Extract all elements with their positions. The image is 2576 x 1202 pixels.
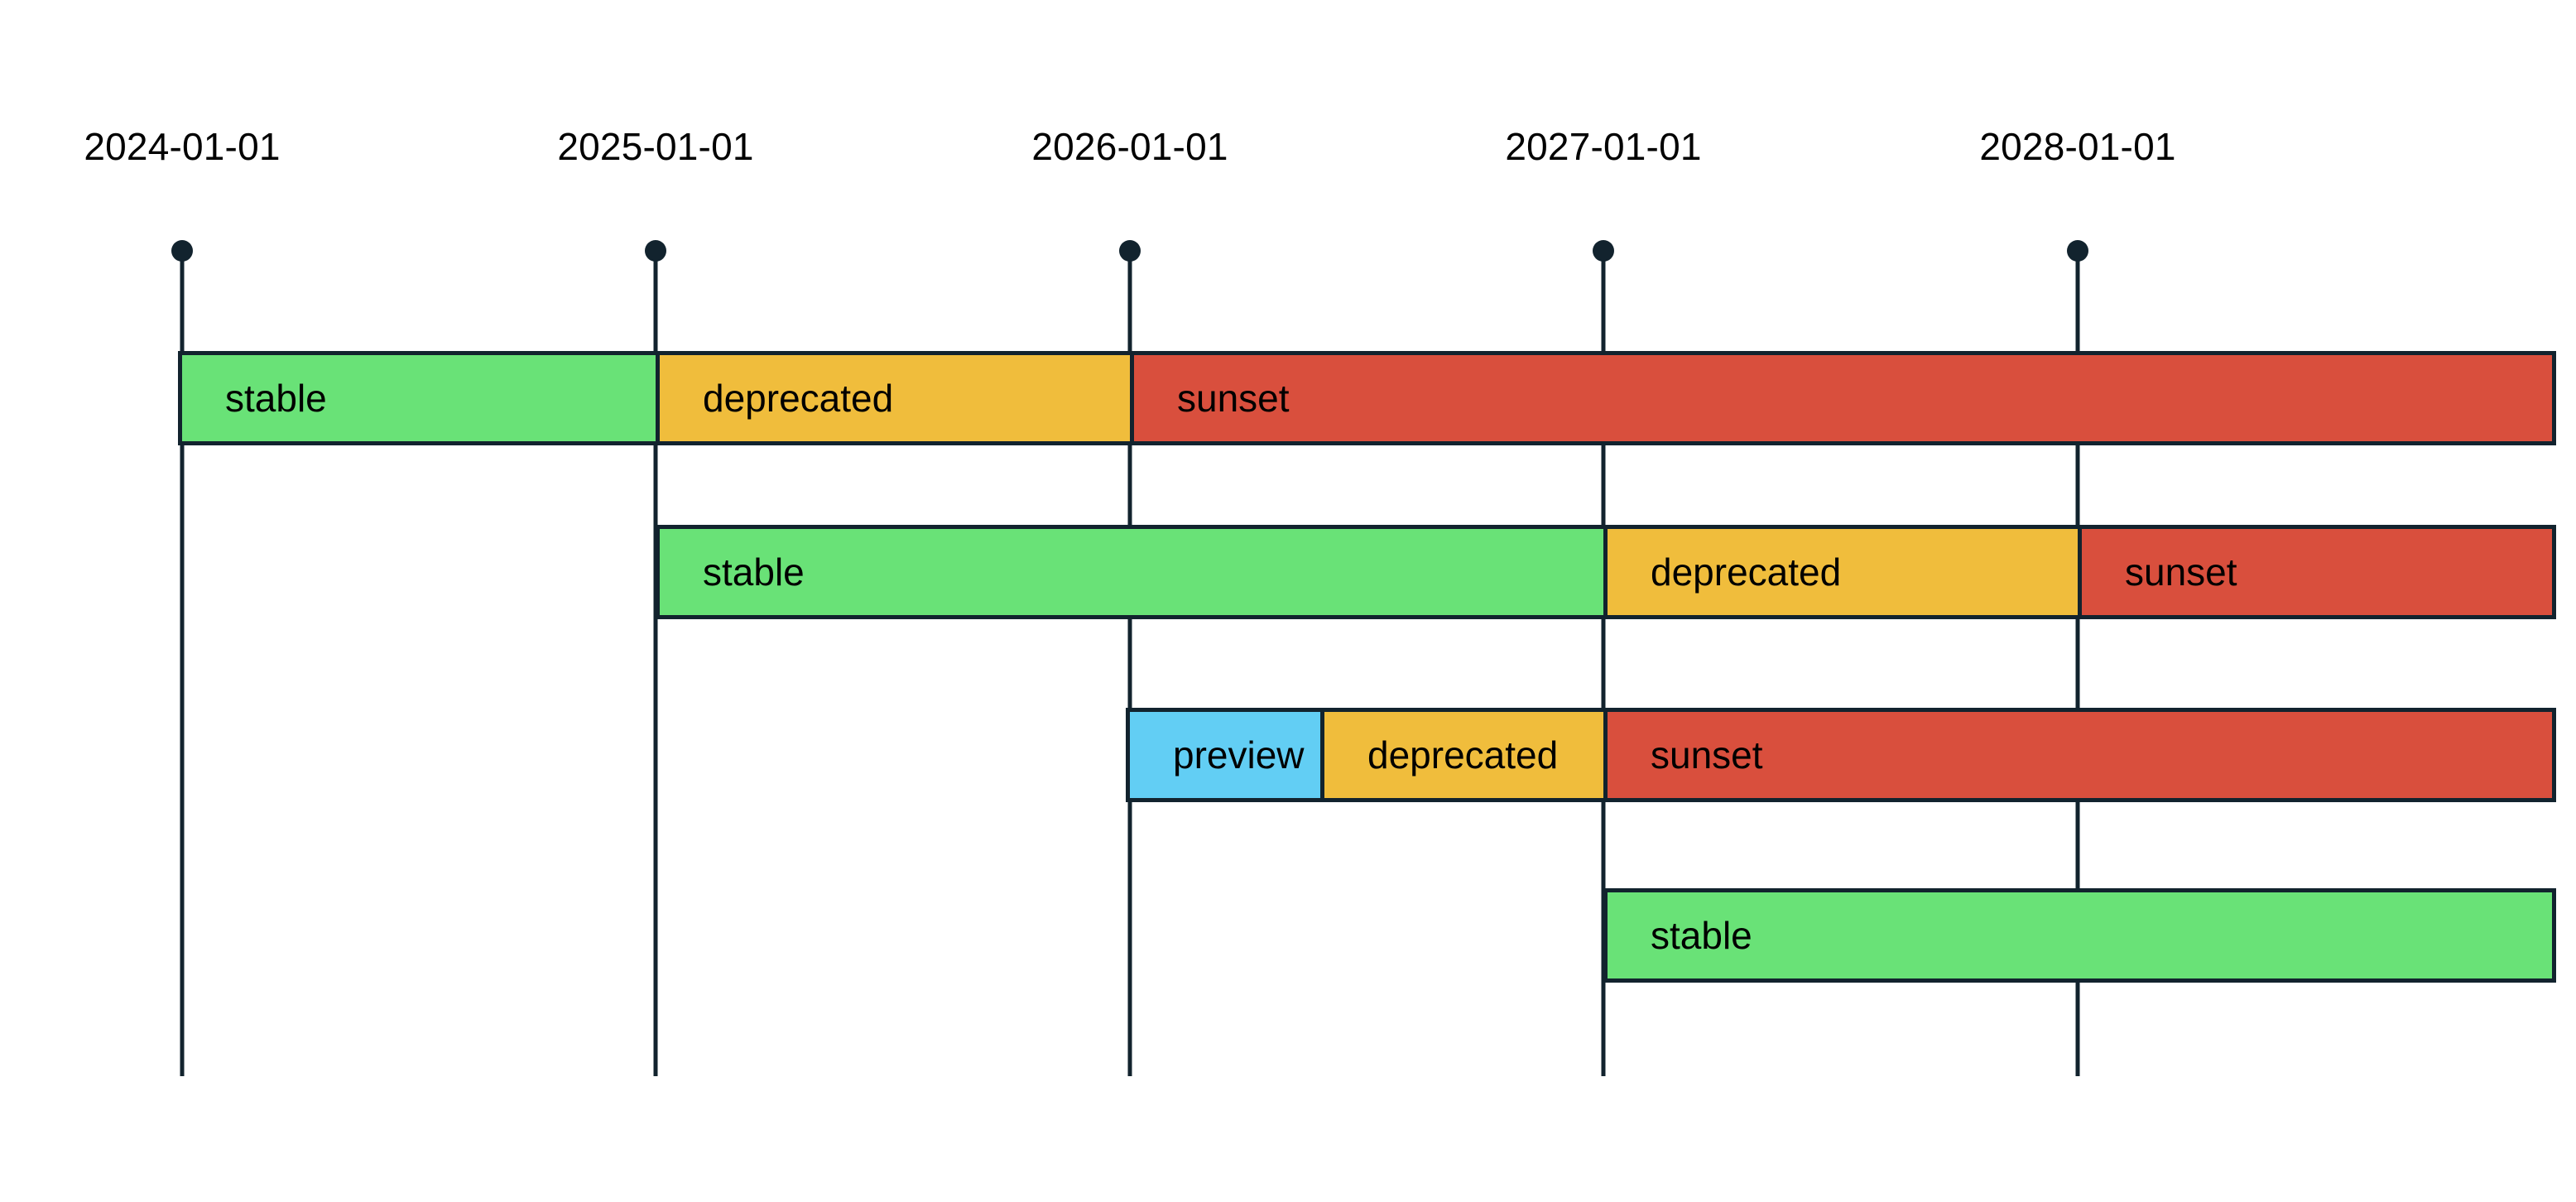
timeline-row: stable deprecated sunset bbox=[0, 525, 2576, 619]
timeline-segment-label: deprecated bbox=[1651, 551, 1842, 594]
timeline-segment-preview[interactable]: preview bbox=[1126, 708, 1324, 802]
timeline-segment-label: sunset bbox=[2125, 551, 2237, 594]
axis-tick-label: 2025-01-01 bbox=[557, 125, 754, 168]
timeline-segment-sunset[interactable]: sunset bbox=[2078, 525, 2556, 619]
axis-gridline bbox=[1601, 251, 1606, 1076]
axis-tick-dot bbox=[171, 240, 193, 262]
axis-gridline bbox=[2075, 251, 2080, 1076]
timeline-segment-label: sunset bbox=[1177, 377, 1290, 420]
timeline-row: stable deprecated sunset bbox=[0, 351, 2576, 445]
axis-tick-label: 2027-01-01 bbox=[1505, 125, 1702, 168]
timeline-segment-stable[interactable]: stable bbox=[1603, 888, 2556, 983]
timeline-segment-label: stable bbox=[1651, 914, 1752, 957]
timeline-segment-deprecated[interactable]: deprecated bbox=[1320, 708, 1608, 802]
timeline-segment-deprecated[interactable]: deprecated bbox=[656, 351, 1134, 445]
timeline-segment-label: deprecated bbox=[1367, 733, 1559, 776]
axis-tick-dot bbox=[1119, 240, 1141, 262]
axis-tick-label: 2026-01-01 bbox=[1031, 125, 1228, 168]
timeline-segment-sunset[interactable]: sunset bbox=[1130, 351, 2556, 445]
timeline-segment-stable[interactable]: stable bbox=[178, 351, 660, 445]
axis-gridline bbox=[653, 251, 658, 1076]
axis-tick-label: 2028-01-01 bbox=[1979, 125, 2176, 168]
axis-tick-dot bbox=[1593, 240, 1614, 262]
axis-tick-dot bbox=[2067, 240, 2088, 262]
timeline-row: stable bbox=[0, 888, 2576, 983]
timeline-segment-deprecated[interactable]: deprecated bbox=[1603, 525, 2082, 619]
timeline-segment-label: stable bbox=[703, 551, 805, 594]
axis-gridline bbox=[1127, 251, 1132, 1076]
axis-tick-label: 2024-01-01 bbox=[84, 125, 281, 168]
timeline-segment-label: stable bbox=[225, 377, 327, 420]
axis-tick-dot bbox=[645, 240, 666, 262]
timeline-segment-sunset[interactable]: sunset bbox=[1603, 708, 2556, 802]
timeline-segment-label: sunset bbox=[1651, 733, 1763, 776]
timeline-segment-label: preview bbox=[1173, 733, 1305, 776]
timeline-segment-label: deprecated bbox=[703, 377, 894, 420]
timeline-segment-stable[interactable]: stable bbox=[656, 525, 1608, 619]
timeline-row: preview deprecated sunset bbox=[0, 708, 2576, 802]
axis-gridline bbox=[180, 251, 185, 1076]
